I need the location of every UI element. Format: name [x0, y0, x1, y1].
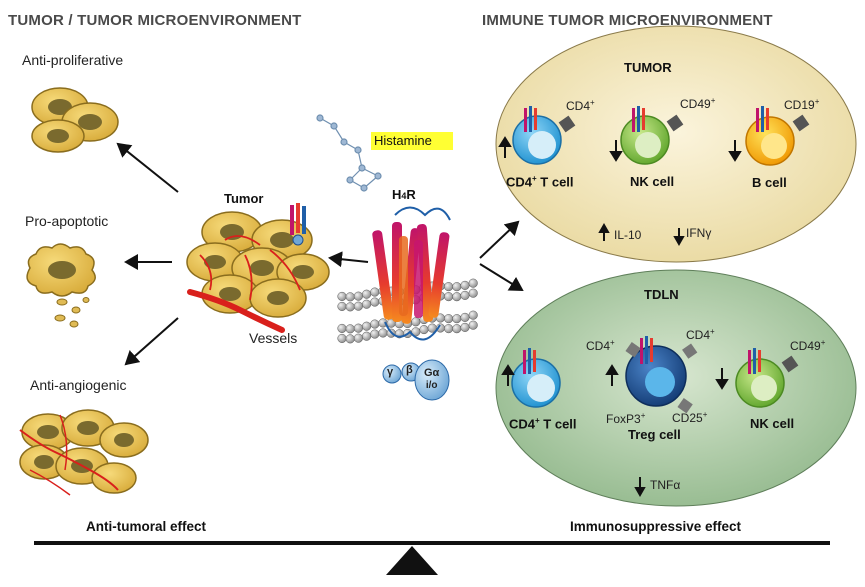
il10-label: IL-10	[614, 228, 642, 242]
treg-cell-label: Treg cell	[628, 427, 681, 442]
h4r-receptor-icon	[372, 206, 451, 341]
cd25-label: CD25+	[672, 410, 708, 425]
histamine-molecule-icon	[316, 114, 382, 192]
tdln-cd4-marker-right: CD4+	[686, 327, 715, 342]
ifng-label: IFNγ	[686, 226, 712, 240]
tumor-cd4-t-cell-label: CD4+ T cell	[506, 174, 574, 190]
foxp3-label: FoxP3+	[606, 411, 646, 426]
tdln-treg-cell-icon	[625, 336, 698, 414]
tumor-b-cell-label: B cell	[752, 175, 787, 190]
arrow-to-anti-proliferative	[116, 142, 179, 193]
gamma-label: γ	[387, 366, 394, 378]
tdln-panel-title: TDLN	[644, 287, 679, 302]
g-protein-icon	[382, 359, 450, 401]
tumor-b-cell-icon	[745, 106, 810, 166]
vessels-label: Vessels	[249, 330, 298, 346]
tumor-panel-title: TUMOR	[624, 60, 672, 75]
tdln-cd4-t-cell-icon	[511, 348, 561, 408]
tumor-nk-cell-label: NK cell	[630, 174, 675, 189]
arrow-to-anti-angiogenic	[124, 317, 179, 366]
tumor-cluster-icon	[186, 203, 330, 333]
h4r-label: H4R	[392, 187, 416, 202]
tdln-cd4-t-cell-label: CD4+ T cell	[509, 416, 577, 432]
pro-apoptotic-label: Pro-apoptotic	[25, 213, 109, 229]
tumor-label: Tumor	[224, 191, 264, 206]
tumor-cd4-marker: CD4+	[566, 98, 595, 113]
anti-proliferative-label: Anti-proliferative	[22, 52, 124, 68]
arrow-to-tdln-panel	[479, 263, 524, 292]
anti-proliferative-cells-icon	[31, 87, 119, 153]
anti-angiogenic-label: Anti-angiogenic	[30, 377, 127, 393]
tumor-cd49-marker: CD49+	[680, 96, 716, 111]
tnfa-label: TNFα	[650, 478, 681, 492]
arrow-receptor-to-tumor	[328, 251, 369, 268]
right-header: IMMUNE TUMOR MICROENVIRONMENT	[482, 12, 773, 29]
left-header: TUMOR / TUMOR MICROENVIRONMENT	[8, 12, 302, 29]
beta-label: β	[406, 364, 413, 376]
tdln-nk-cell-icon	[735, 348, 799, 408]
anti-tumoral-effect-label: Anti-tumoral effect	[86, 519, 207, 534]
immunosuppressive-effect-label: Immunosuppressive effect	[570, 519, 742, 534]
pro-apoptotic-cell-icon	[26, 243, 96, 328]
tdln-cd49-marker: CD49+	[790, 338, 826, 353]
tumor-nk-cell-icon	[620, 106, 684, 165]
anti-angiogenic-cells-icon	[19, 409, 149, 496]
arrow-to-tumor-panel	[479, 220, 520, 259]
trend-arrows	[498, 136, 742, 498]
tumor-panel-ellipse	[495, 25, 857, 263]
histamine-highlight	[371, 132, 453, 150]
tumor-cd19-marker: CD19+	[784, 97, 820, 112]
balance-fulcrum-icon	[386, 546, 438, 575]
histamine-label: Histamine	[374, 133, 432, 148]
tdln-nk-cell-label: NK cell	[750, 416, 795, 431]
tumor-cd4-t-cell-icon	[512, 106, 576, 165]
tdln-cd4-marker-left: CD4+	[586, 338, 615, 353]
